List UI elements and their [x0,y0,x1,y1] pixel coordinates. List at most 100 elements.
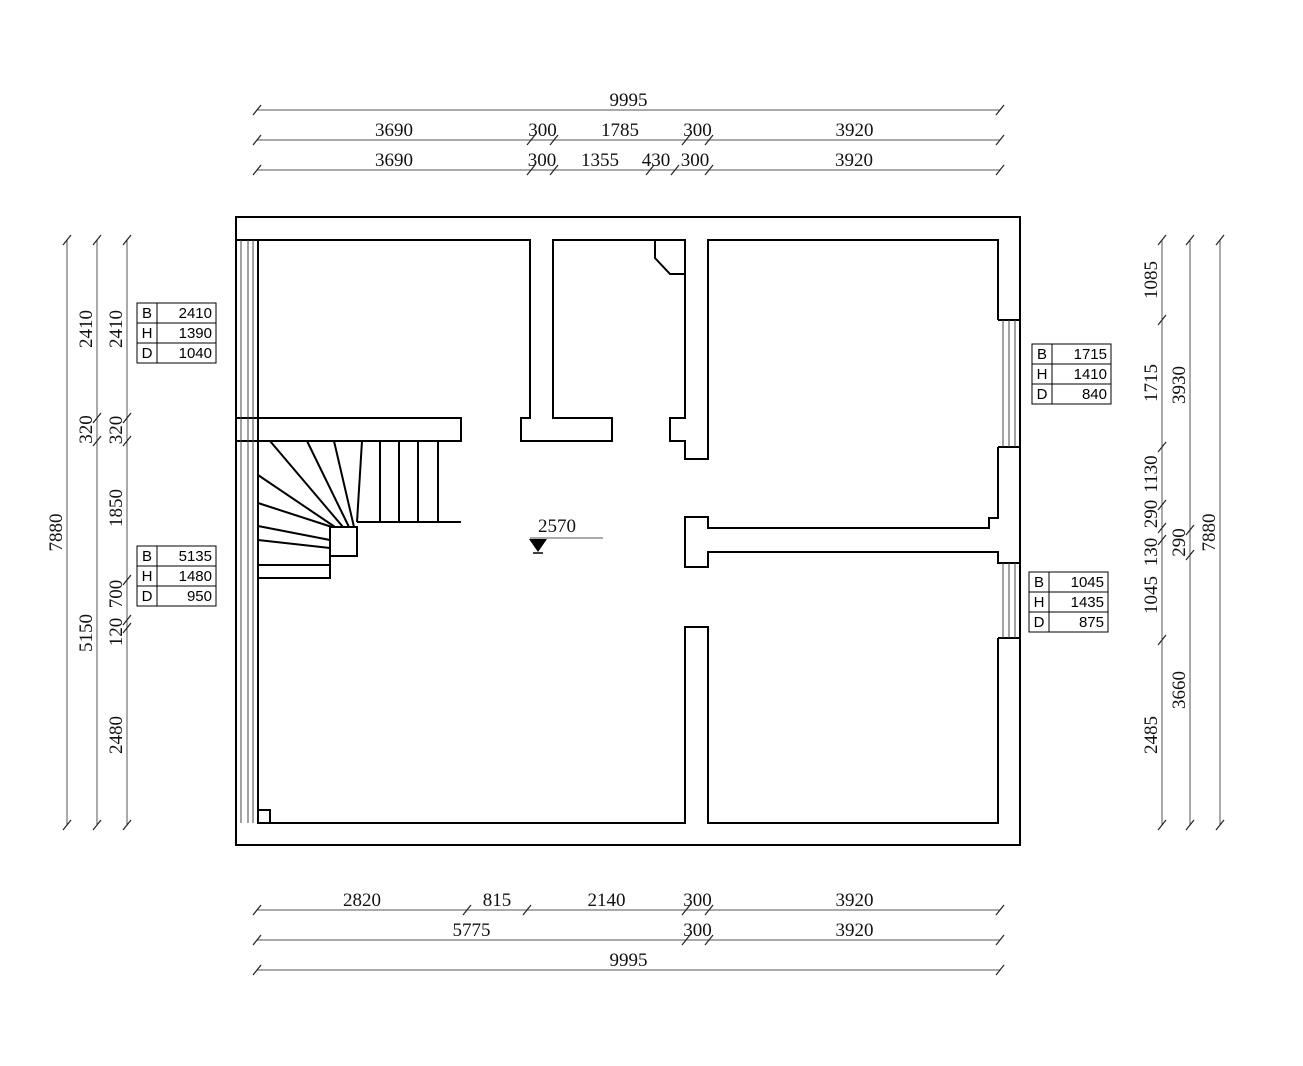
dimension-tick [1157,499,1167,511]
dimension-tick [1157,819,1167,831]
stair-wall [236,417,462,442]
dimension-label: 1130 [1141,455,1162,492]
table-value: 1480 [179,568,212,585]
dimension-tick [252,964,262,976]
dimension-tick [122,435,132,447]
dimension-label: 3920 [836,890,874,911]
dimension-label: 290 [1141,500,1162,529]
dimension-tick [92,819,102,831]
dimension-label: 2410 [106,310,127,348]
dimension-tick [92,435,102,447]
dimension-label: 3690 [375,120,413,141]
table-key: B [1034,574,1044,591]
dimension-tick [122,574,132,586]
dimension-label: 300 [683,120,712,141]
dimension-tick [549,164,559,176]
table-value: 1410 [1074,366,1107,383]
table-key: B [142,305,152,322]
dimension-label: 2140 [588,890,626,911]
dimension-tick [1185,524,1195,536]
dimension-label: 1850 [106,489,127,527]
dimension-tick [995,134,1005,146]
dimension-label: 1355 [581,150,619,171]
stair-tread [333,440,355,528]
dimension-label: 300 [683,920,712,941]
dimension-tick [1215,819,1225,831]
dimension-tick [681,134,691,146]
table-value: 1045 [1071,574,1104,591]
dimension-label: 290 [1169,528,1190,557]
staircase [257,440,461,579]
dimension-label: 300 [683,890,712,911]
dimension-tick [1157,534,1167,546]
table-key: D [1034,614,1045,631]
dimension-tick [995,964,1005,976]
dimension-tick [252,934,262,946]
elevation-triangle-icon [529,539,547,552]
dimension-tick [704,164,714,176]
table-key: D [142,345,153,362]
dimension-label: 3660 [1169,671,1190,709]
dimension-tick [995,904,1005,916]
table-key: H [1034,594,1045,611]
dimension-label: 1715 [1141,364,1162,402]
dimension-tick [252,104,262,116]
dimension-tick [645,164,655,176]
stair-tread [257,525,331,541]
dimension-tick [122,234,132,246]
dimension-label: 9995 [610,950,648,971]
dimension-tick [522,904,532,916]
elevation-marker: 2570 [529,516,603,554]
bottom-inner-wall [257,240,999,824]
table-key: D [1037,386,1048,403]
dimension-label: 1085 [1141,261,1162,299]
dimension-tick [92,234,102,246]
dimension-tick [62,819,72,831]
dimension-tick [681,934,691,946]
table-value: 840 [1082,386,1107,403]
dimension-tick [122,614,132,626]
windows [240,240,1016,823]
elevation-label: 2570 [538,516,576,537]
dimension-label: 2480 [106,716,127,754]
dimension-tick [670,164,680,176]
dimension-label: 430 [642,150,671,171]
dimension-label: 3920 [836,920,874,941]
dimension-label: 130 [1141,538,1162,567]
dimension-tick [252,904,262,916]
dimension-label: 300 [528,120,557,141]
dimension-tick [1185,819,1195,831]
table-value: 5135 [179,548,212,565]
dimension-label: 5775 [453,920,491,941]
stair-tread [257,474,336,528]
stair-edge [258,540,331,579]
dimension-label: 120 [106,618,127,647]
dimension-label: 9995 [610,90,648,111]
dimension-label: 2820 [343,890,381,911]
dimension-tick [122,412,132,424]
dimension-tick [1157,634,1167,646]
table-key: H [142,568,153,585]
dimension-label: 3690 [375,150,413,171]
dimension-tick [995,934,1005,946]
dimension-tick [704,134,714,146]
dimension-tick [704,934,714,946]
walls [235,216,1021,846]
stair-tread [306,440,350,528]
dimension-tick [1185,234,1195,246]
dimension-tick [526,134,536,146]
stair-tread [269,440,344,528]
dimension-label: 2485 [1141,716,1162,754]
top-inner-wall [236,239,999,460]
stair-newel [329,526,358,557]
dimension-tick [122,819,132,831]
table-key: H [142,325,153,342]
dimension-label: 815 [483,890,512,911]
dimension-label: 320 [76,415,97,444]
table-key: H [1037,366,1048,383]
dimension-tick [1157,314,1167,326]
